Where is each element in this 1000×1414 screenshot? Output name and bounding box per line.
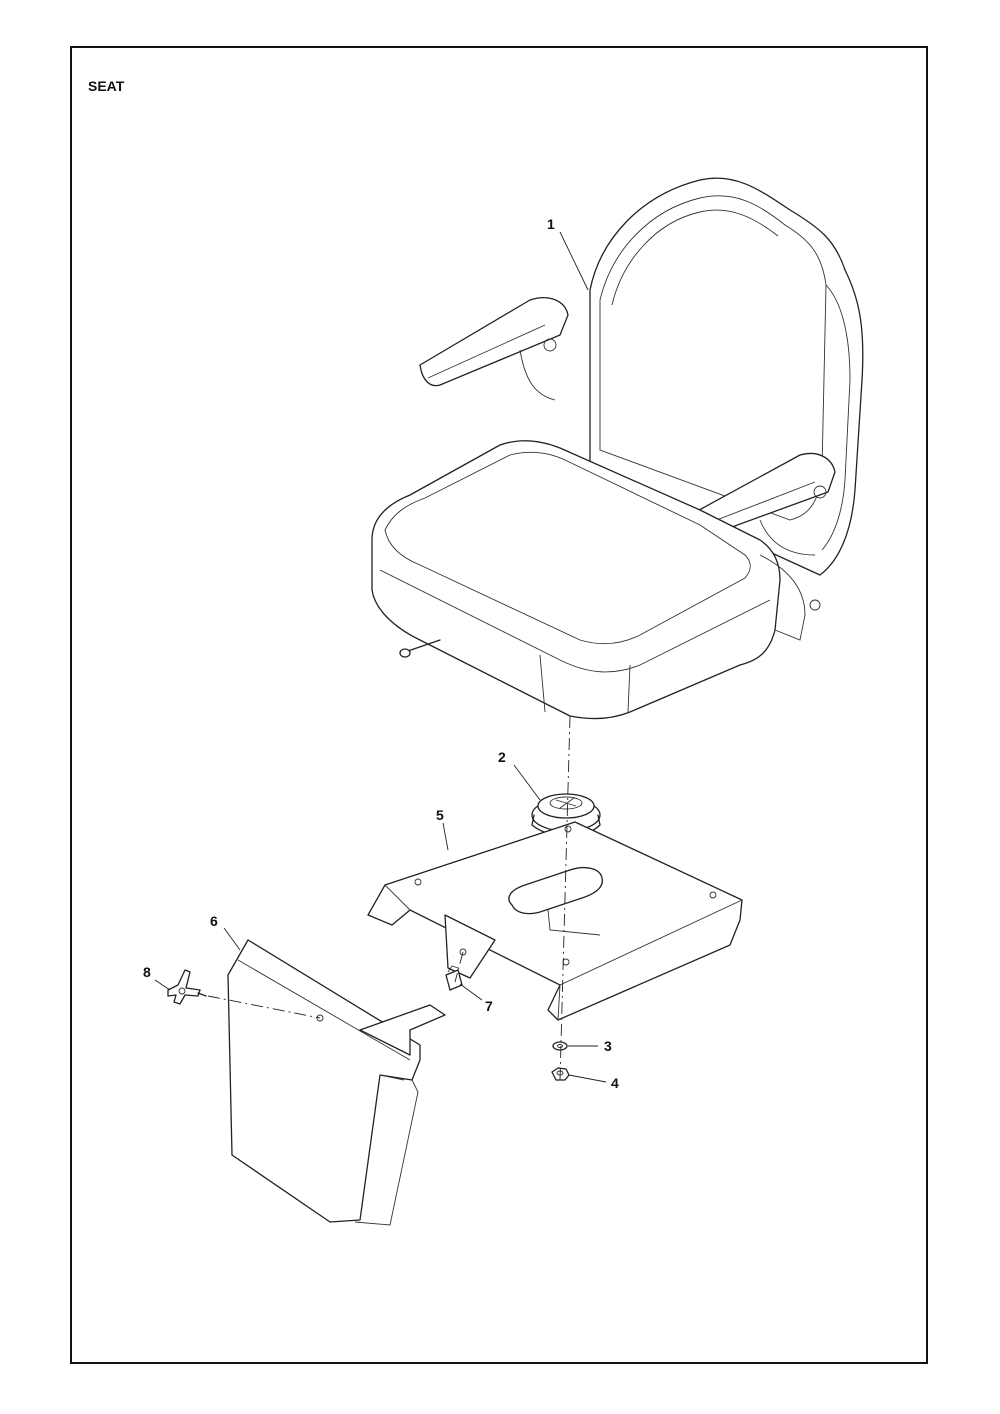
seat-assembly — [371, 177, 864, 720]
knob-part — [167, 969, 207, 1005]
callout-labels: 1 2 3 4 5 6 7 8 — [143, 216, 619, 1091]
callout-8: 8 — [143, 964, 151, 980]
callout-5: 5 — [436, 807, 444, 823]
page-frame — [70, 46, 928, 1364]
callout-3: 3 — [604, 1038, 612, 1054]
callout-6: 6 — [210, 913, 218, 929]
callout-2: 2 — [498, 749, 506, 765]
washer-part — [552, 1041, 568, 1051]
page-title: SEAT — [88, 78, 125, 94]
leader-lines — [154, 231, 607, 1083]
callout-7: 7 — [485, 998, 493, 1014]
seat-plate-part — [367, 821, 743, 1021]
seat-switch-part — [531, 793, 601, 837]
assembly-lines — [207, 715, 571, 1081]
callout-4: 4 — [611, 1075, 619, 1091]
cover-panel-part — [227, 939, 446, 1226]
callout-1: 1 — [547, 216, 555, 232]
